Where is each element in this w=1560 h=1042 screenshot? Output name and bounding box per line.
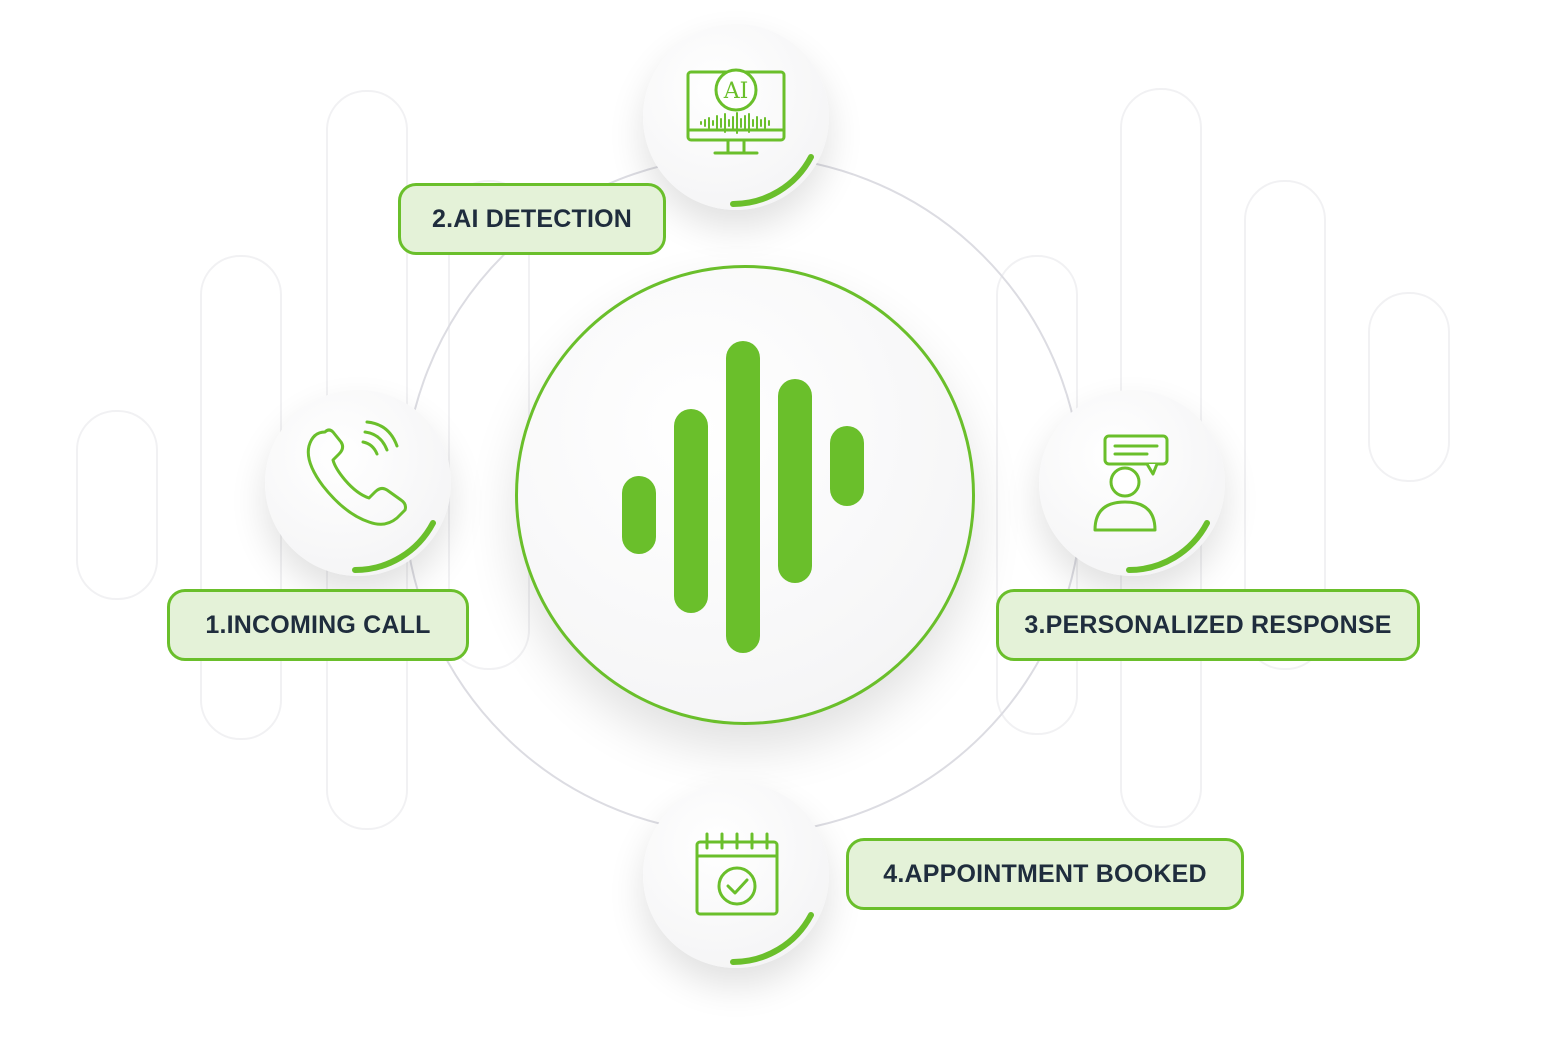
sound-wave-icon <box>622 341 864 653</box>
step-label-appointment-booked: 4.APPOINTMENT BOOKED <box>846 838 1244 910</box>
step-node-ai-detection: AI <box>643 24 829 210</box>
step-node-appointment-booked <box>643 782 829 968</box>
step-label-incoming-call: 1.INCOMING CALL <box>167 589 469 661</box>
step-node-incoming-call <box>265 390 451 576</box>
ai-text: AI <box>723 79 749 104</box>
step-label-personalized-response: 3.PERSONALIZED RESPONSE <box>996 589 1420 661</box>
background-pill <box>1244 180 1326 670</box>
central-hub <box>515 265 975 725</box>
ai-monitor-icon: AI <box>686 68 814 208</box>
phone-ringing-icon <box>306 420 436 574</box>
background-pill <box>76 410 158 600</box>
calendar-check-icon <box>695 832 814 966</box>
step-label-ai-detection: 2.AI DETECTION <box>398 183 666 255</box>
person-chat-icon <box>1093 434 1210 574</box>
step-node-personalized-response <box>1039 390 1225 576</box>
background-pill <box>1368 292 1450 482</box>
